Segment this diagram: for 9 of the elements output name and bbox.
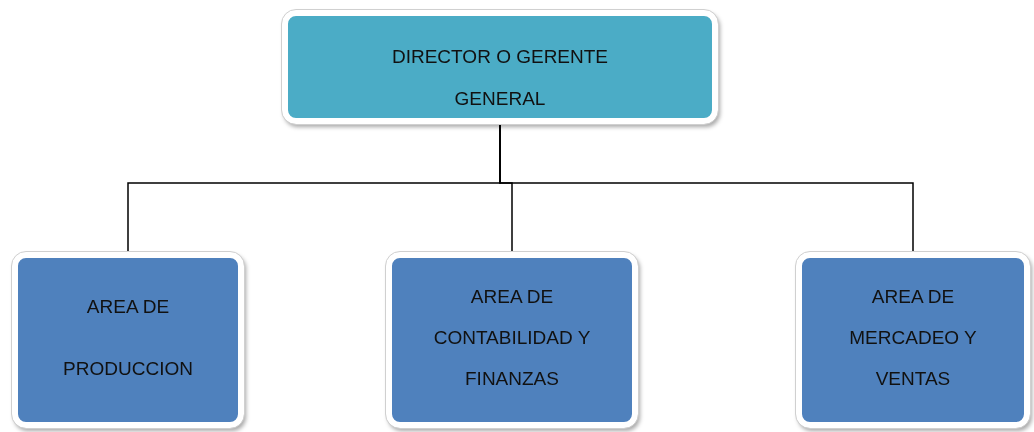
box-label: AREA DE MERCADEO Y VENTAS [848,285,978,391]
box-label: AREA DE CONTABILIDAD Y FINANZAS [432,285,592,391]
director-box [282,10,718,124]
department-box [796,252,1030,428]
box-label: AREA DE PRODUCCION [62,295,194,381]
box-label: DIRECTOR O GERENTE GENERAL [390,45,610,111]
department-box [386,252,638,428]
connector-line [499,123,914,253]
department-box [12,252,244,428]
